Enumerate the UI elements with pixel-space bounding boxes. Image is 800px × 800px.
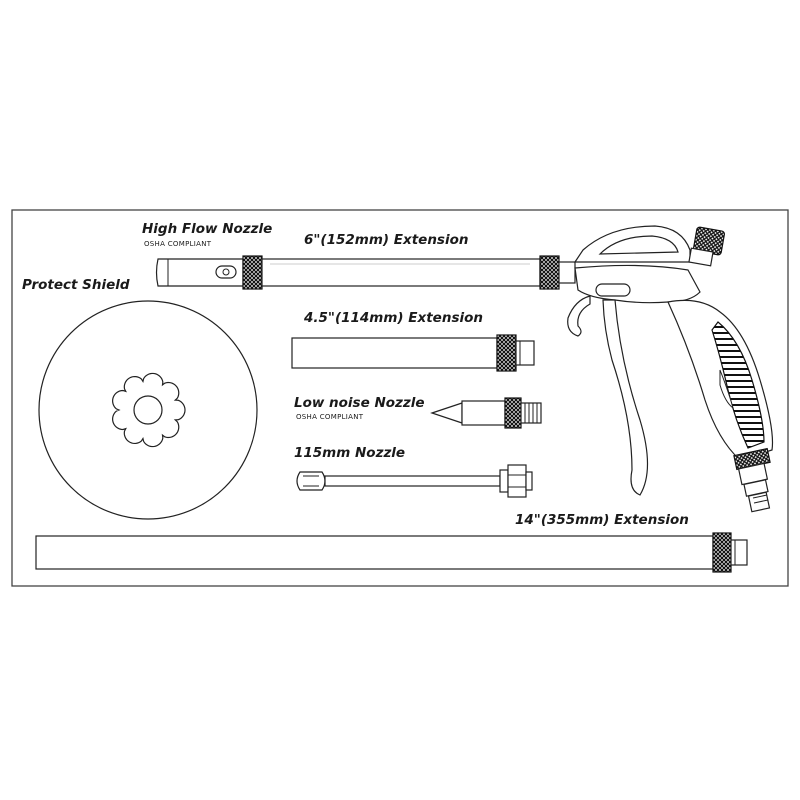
low-noise-osha-label: OSHA COMPLIANT (296, 413, 364, 421)
nozzle-115-label: 115mm Nozzle (294, 445, 405, 461)
ext-14-part (35, 532, 748, 573)
ext-4-5-part (291, 334, 535, 372)
blow-gun (567, 225, 774, 513)
ext-6-label: 6"(152mm) Extension (304, 232, 468, 248)
low-noise-nozzle-part (430, 397, 542, 429)
protect-shield-label: Protect Shield (22, 277, 130, 293)
high-flow-nozzle-assembly (155, 255, 576, 290)
ext-14-label: 14"(355mm) Extension (515, 512, 689, 528)
high-flow-nozzle-label: High Flow Nozzle (142, 221, 272, 237)
diagram-frame (11, 209, 789, 587)
protect-shield (38, 300, 258, 520)
nozzle-115-part (296, 464, 533, 498)
low-noise-nozzle-label: Low noise Nozzle (294, 395, 425, 411)
high-flow-osha-label: OSHA COMPLIANT (144, 240, 212, 248)
ext-4-5-label: 4.5"(114mm) Extension (303, 310, 483, 326)
